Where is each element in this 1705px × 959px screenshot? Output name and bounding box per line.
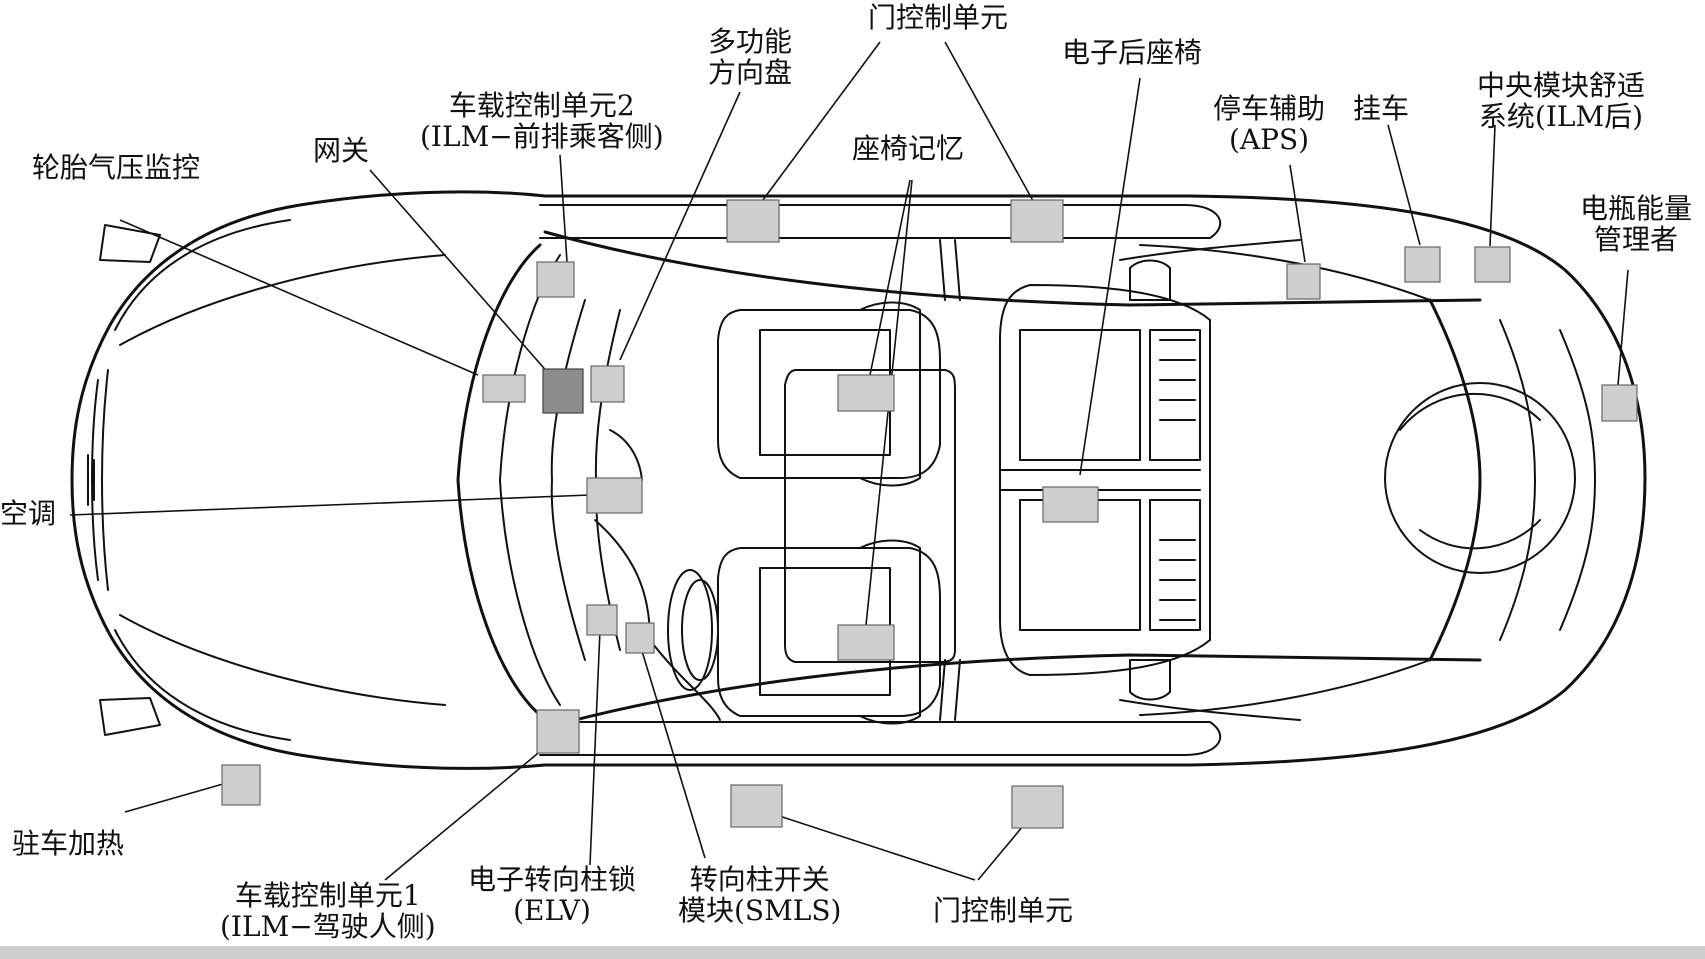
label-electronic-rear-seat: 电子后座椅	[1062, 36, 1203, 69]
label-central-module-comfort: 中央模块舒适 系统(ILM后)	[1477, 69, 1646, 133]
module-seat-memory-front	[837, 374, 895, 412]
leader-lines	[69, 41, 1629, 881]
module-smls	[625, 622, 655, 654]
label-battery-energy: 电瓶能量 管理者	[1580, 192, 1693, 256]
module-seat-memory-rear	[837, 624, 895, 661]
label-onboard-control-2: 车载控制单元2 (ILM−前排乘客侧)	[420, 89, 664, 153]
label-smls: 转向柱开关 模块(SMLS)	[678, 863, 842, 927]
footer-bar	[0, 946, 1705, 959]
module-door-control-front-driver	[730, 784, 783, 828]
module-door-control-front-passenger	[726, 199, 780, 243]
module-trailer	[1404, 246, 1441, 283]
module-elv	[586, 604, 618, 636]
label-gateway: 网关	[313, 134, 370, 167]
label-elv: 电子转向柱锁 (ELV)	[468, 863, 637, 927]
label-air-conditioning: 空调	[0, 497, 57, 530]
module-battery-energy	[1601, 384, 1638, 422]
module-central-comfort	[1474, 246, 1511, 283]
label-tire-pressure: 轮胎气压监控	[32, 151, 201, 184]
module-tire-pressure	[482, 374, 526, 403]
label-onboard-control-1: 车载控制单元1 (ILM−驾驶人侧)	[220, 879, 436, 943]
label-multifunction-wheel: 多功能 方向盘	[708, 25, 793, 89]
seats	[667, 259, 1211, 725]
label-parking-heater: 驻车加热	[12, 827, 125, 860]
label-door-control-bottom: 门控制单元	[933, 894, 1074, 927]
module-door-control-rear-driver	[1011, 785, 1064, 829]
module-gateway	[542, 368, 584, 414]
module-door-control-rear-passenger	[1010, 199, 1064, 243]
module-onboard-control-1	[536, 709, 580, 754]
module-onboard-control-2	[536, 261, 575, 298]
module-air-conditioning	[586, 477, 643, 514]
module-multifunction-wheel	[590, 365, 625, 403]
module-boxes	[221, 199, 1638, 829]
label-door-control-top: 门控制单元	[868, 1, 1009, 34]
label-seat-memory: 座椅记忆	[852, 132, 965, 165]
module-parking-heater	[221, 764, 261, 806]
label-parking-assist: 停车辅助 (APS)	[1213, 92, 1326, 156]
module-parking-assist	[1286, 263, 1321, 300]
car-body-outline	[70, 190, 1647, 770]
module-electronic-rear-seat	[1042, 486, 1099, 523]
label-trailer: 挂车	[1353, 92, 1410, 125]
